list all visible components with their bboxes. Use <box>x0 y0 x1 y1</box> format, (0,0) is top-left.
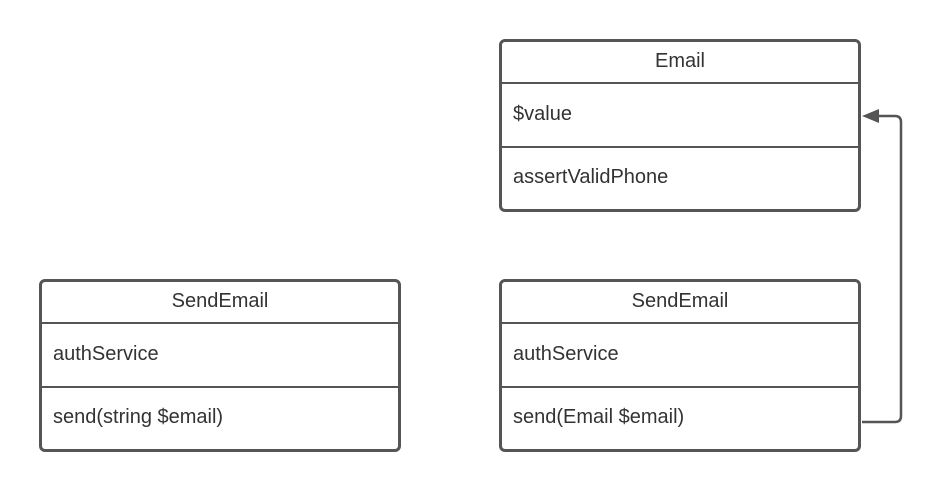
send-email-value-object-class-name: SendEmail <box>502 282 858 324</box>
send-email-value-object-class-attribute: authService <box>502 324 858 388</box>
send-email-string-class-name: SendEmail <box>42 282 398 324</box>
send-email-string-class-method: send(string $email) <box>53 406 224 428</box>
send-email-string-class-box[interactable]: SendEmail authService send(string $email… <box>39 279 401 452</box>
send-email-string-class-attribute: authService <box>42 324 398 388</box>
dependency-connector-line[interactable] <box>862 114 903 424</box>
email-class-box[interactable]: Email $value assertValidPhone <box>499 39 861 212</box>
email-class-attribute: $value <box>502 84 858 148</box>
send-email-value-object-class-method: send(Email $email) <box>513 406 685 428</box>
email-class-name: Email <box>502 42 858 84</box>
send-email-value-object-class-box[interactable]: SendEmail authService send(Email $email) <box>499 279 861 452</box>
dependency-arrowhead-icon <box>862 109 879 123</box>
email-class-method: assertValidPhone <box>513 166 669 188</box>
